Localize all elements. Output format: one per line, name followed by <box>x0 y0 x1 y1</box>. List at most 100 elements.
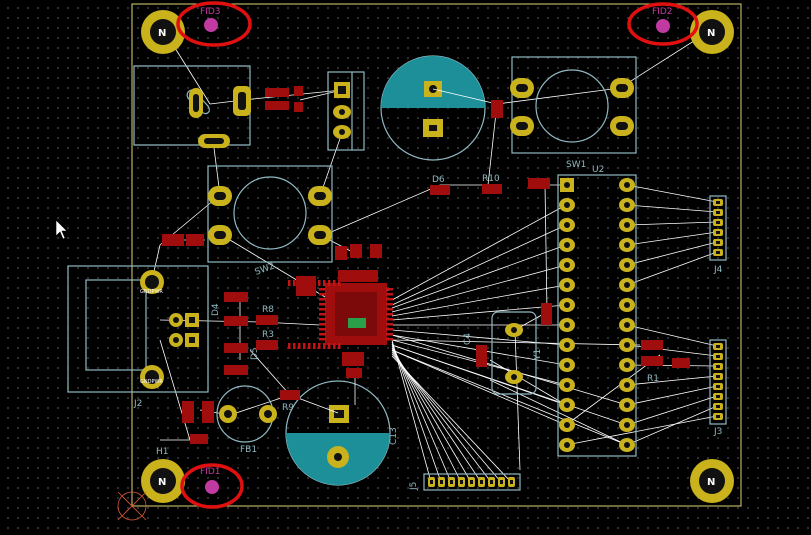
j3-pin[interactable] <box>713 413 723 420</box>
switch-sw2[interactable]: SW2 <box>207 165 333 278</box>
cap-fb-3[interactable] <box>190 434 208 444</box>
diode-d3[interactable] <box>672 358 690 368</box>
cap-u1-6[interactable] <box>342 352 364 366</box>
header-pin[interactable] <box>458 477 465 487</box>
j3-pin[interactable] <box>713 403 723 410</box>
j3-pin[interactable] <box>713 353 723 360</box>
mounting-hole-tl[interactable]: N <box>141 10 185 54</box>
u2-pin[interactable] <box>559 298 575 312</box>
mcu-u1[interactable] <box>288 280 393 349</box>
header-pin[interactable] <box>498 477 505 487</box>
ferrite-bead-fb1[interactable]: FB1 <box>216 385 277 455</box>
diode-d4-b[interactable] <box>224 316 248 326</box>
resistor-r-top-2[interactable] <box>265 101 289 110</box>
connector-j5[interactable]: GNDPWR GNDPWR J2 <box>67 265 209 409</box>
u2-pin[interactable] <box>560 178 574 192</box>
diode-d5-b[interactable] <box>224 365 248 375</box>
voltage-regulator[interactable] <box>327 71 365 151</box>
u2-pin[interactable] <box>619 178 635 192</box>
cap-pad-1[interactable] <box>294 86 303 96</box>
cap-u1-7[interactable] <box>346 368 362 378</box>
u2-pin[interactable] <box>559 258 575 272</box>
mounting-hole-bl[interactable]: N H1 <box>141 447 185 503</box>
u2-pin[interactable] <box>619 198 635 212</box>
u2-pin[interactable] <box>559 198 575 212</box>
cap-u1-4[interactable] <box>338 270 378 282</box>
header-pin[interactable] <box>448 477 455 487</box>
resistor-r10[interactable] <box>482 184 502 194</box>
mounting-hole-tr[interactable]: N <box>690 10 734 54</box>
microcontroller-u2[interactable]: U2 <box>557 165 637 457</box>
resistor-r3[interactable] <box>256 340 278 350</box>
header-pin[interactable] <box>428 477 435 487</box>
resistor-r1-a[interactable] <box>641 340 663 350</box>
u2-pin[interactable] <box>619 378 635 392</box>
header-pin[interactable] <box>508 477 515 487</box>
cap-fb-2[interactable] <box>202 401 214 423</box>
j3-pin[interactable] <box>713 363 723 370</box>
j3-pin[interactable] <box>713 393 723 400</box>
u2-pin[interactable] <box>559 318 575 332</box>
cap-pad-2[interactable] <box>294 102 303 112</box>
cap-u1-1[interactable] <box>335 246 347 260</box>
header-pin[interactable] <box>438 477 445 487</box>
j4-pin[interactable] <box>713 209 723 216</box>
u2-pin[interactable] <box>559 358 575 372</box>
header-pin[interactable] <box>468 477 475 487</box>
u2-pin[interactable] <box>559 438 575 452</box>
cap-u1-3[interactable] <box>370 244 382 258</box>
resistor-r8[interactable] <box>256 315 278 325</box>
cap-y1[interactable] <box>541 303 552 325</box>
header-pin[interactable] <box>478 477 485 487</box>
cap-fb-1[interactable] <box>182 401 194 423</box>
u2-pin[interactable] <box>559 398 575 412</box>
u2-pin[interactable] <box>559 278 575 292</box>
u2-pin[interactable] <box>619 398 635 412</box>
cap-c-top[interactable] <box>491 100 503 118</box>
switch-sw1[interactable]: SW1 <box>510 56 637 170</box>
resistor-r-top-1[interactable] <box>265 88 289 97</box>
j4-pin[interactable] <box>713 229 723 236</box>
j3-pin[interactable] <box>713 383 723 390</box>
u2-pin[interactable] <box>619 338 635 352</box>
fiducial-fid1[interactable]: FID1 <box>200 467 221 494</box>
u2-pin[interactable] <box>559 378 575 392</box>
j4-pin[interactable] <box>713 249 723 256</box>
cap-u1-2[interactable] <box>350 244 362 258</box>
resistor-r-sw1[interactable] <box>528 178 550 189</box>
u2-pin[interactable] <box>619 418 635 432</box>
j4-pin[interactable] <box>713 239 723 246</box>
diode-d4-a[interactable] <box>224 292 248 302</box>
cap-c4[interactable] <box>476 345 487 367</box>
diode-d5-a[interactable] <box>224 343 248 353</box>
cap-left-1[interactable] <box>162 234 184 246</box>
u2-pin[interactable] <box>619 438 635 452</box>
j4-pin[interactable] <box>713 219 723 226</box>
u2-pin[interactable] <box>619 358 635 372</box>
cap-left-2[interactable] <box>186 234 204 246</box>
fiducial-fid3[interactable]: FID3 <box>200 7 221 32</box>
j4-pin[interactable] <box>713 199 723 206</box>
diode-d6[interactable] <box>430 185 450 195</box>
u2-pin[interactable] <box>559 338 575 352</box>
resistor-r1-b[interactable] <box>641 356 663 366</box>
u2-pin[interactable] <box>559 238 575 252</box>
u2-pin[interactable] <box>619 238 635 252</box>
pin-header-bottom[interactable]: J5 <box>409 473 521 491</box>
header-pin[interactable] <box>488 477 495 487</box>
u2-pin[interactable] <box>619 318 635 332</box>
j3-pin[interactable] <box>713 373 723 380</box>
u2-pin[interactable] <box>619 258 635 272</box>
cap-u1-5[interactable] <box>296 276 316 296</box>
capacitor-top[interactable] <box>380 55 486 161</box>
u2-pin[interactable] <box>559 418 575 432</box>
u2-pin[interactable] <box>619 278 635 292</box>
connector-j3[interactable]: J3 <box>709 339 727 437</box>
u2-pin[interactable] <box>619 298 635 312</box>
connector-j4[interactable]: J4 <box>709 195 727 275</box>
barrel-jack-top[interactable] <box>133 65 251 148</box>
resistor-r9[interactable] <box>280 390 300 400</box>
crystal-y1[interactable]: Y1 <box>491 311 543 395</box>
mounting-hole-br[interactable]: N <box>690 459 734 503</box>
